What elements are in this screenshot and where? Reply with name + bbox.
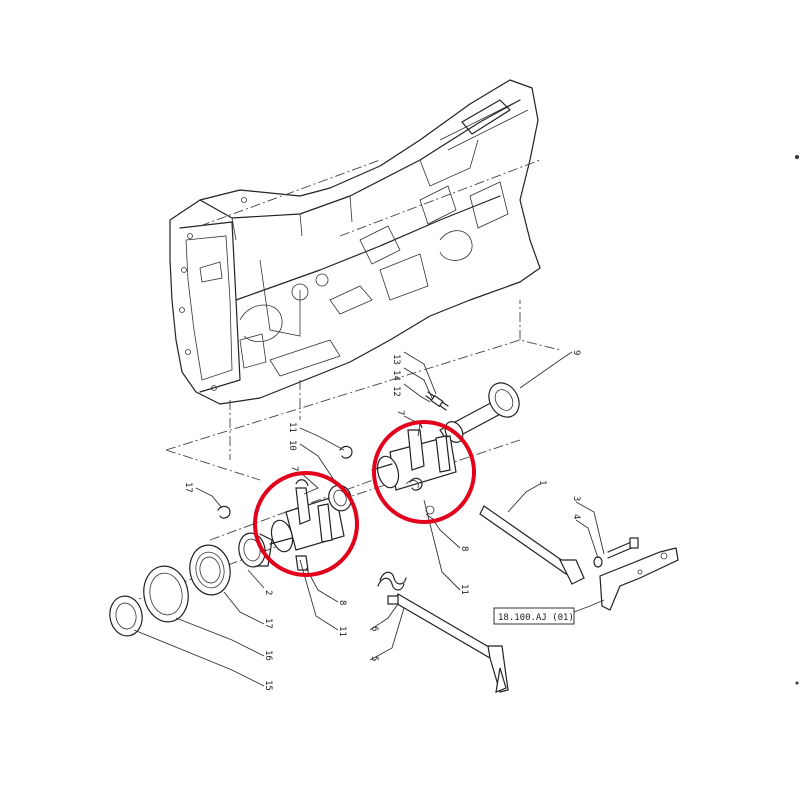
shaft-5 bbox=[393, 593, 509, 693]
callout-11: 11 bbox=[337, 626, 347, 637]
callout-8: 8 bbox=[459, 546, 469, 551]
spring-6 bbox=[377, 571, 407, 605]
callout-13: 13 bbox=[391, 354, 401, 365]
callout-15: 15 bbox=[263, 680, 273, 691]
seal-15 bbox=[109, 595, 143, 637]
callout-12: 12 bbox=[391, 386, 401, 397]
callout-10: 10 bbox=[287, 440, 297, 451]
highlight-circle-left bbox=[253, 471, 359, 577]
edge-mark bbox=[795, 155, 799, 159]
callout-14: 14 bbox=[391, 370, 401, 381]
callout-17: 17 bbox=[183, 482, 193, 493]
bolt-3 bbox=[607, 537, 639, 559]
edge-mark bbox=[795, 681, 799, 685]
callout-labels: 13 14 12 9 7 11 10 7 17 2 8 11 11 8 1 3 … bbox=[183, 350, 581, 691]
callout-4: 4 bbox=[571, 514, 581, 519]
leader-lines bbox=[133, 351, 605, 687]
reference-label: 18.100.AJ (01) bbox=[498, 613, 574, 623]
bearing-17 bbox=[189, 544, 231, 596]
shift-fork-left bbox=[269, 479, 345, 571]
callout-17: 17 bbox=[263, 618, 273, 629]
washer-4 bbox=[593, 556, 603, 568]
shift-fork-right bbox=[371, 421, 457, 521]
callout-5: 5 bbox=[369, 656, 379, 661]
shaft-1 bbox=[479, 505, 585, 585]
callout-6: 6 bbox=[369, 626, 379, 631]
callout-16: 16 bbox=[263, 650, 273, 661]
shift-rod-9 bbox=[439, 382, 520, 443]
callout-7: 7 bbox=[289, 466, 299, 471]
callout-9: 9 bbox=[571, 350, 581, 355]
callout-8: 8 bbox=[337, 600, 347, 605]
highlight-circle-right bbox=[372, 420, 476, 524]
callout-2: 2 bbox=[263, 590, 273, 595]
callout-11: 11 bbox=[459, 584, 469, 595]
bolt-13 bbox=[425, 391, 449, 411]
snap-ring-11 bbox=[339, 445, 423, 491]
callout-3: 3 bbox=[571, 496, 581, 501]
callout-7: 7 bbox=[395, 410, 405, 415]
lever-plate bbox=[599, 547, 679, 611]
callout-11: 11 bbox=[287, 422, 297, 433]
transmission-housing bbox=[169, 79, 541, 405]
snap-ring-17 bbox=[217, 505, 231, 519]
highlight-circles bbox=[253, 420, 476, 577]
bearing-16 bbox=[143, 565, 189, 623]
callout-1: 1 bbox=[537, 480, 547, 485]
reference-box: 18.100.AJ (01) bbox=[493, 607, 575, 625]
